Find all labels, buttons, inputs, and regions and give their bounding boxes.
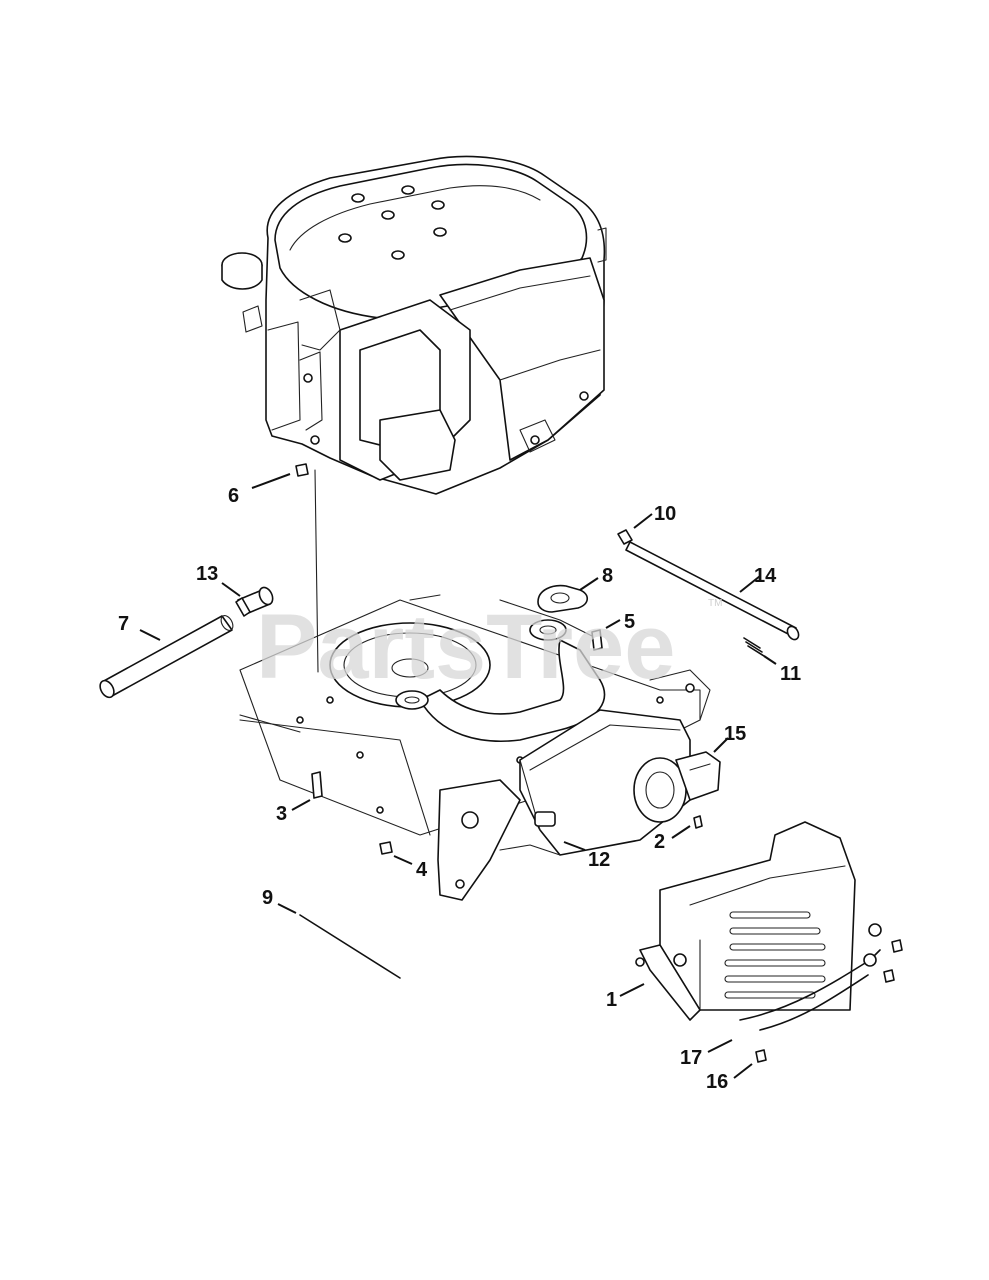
cable-tie-part-9 xyxy=(299,914,401,979)
engine-mount-stud-line xyxy=(314,469,319,673)
callout-1: 1 xyxy=(606,989,617,1011)
callout-13: 13 xyxy=(196,563,218,585)
callout-9: 9 xyxy=(262,887,273,909)
callout-16: 16 xyxy=(706,1071,728,1093)
callout-12: 12 xyxy=(588,849,610,871)
callout-3: 3 xyxy=(276,803,287,825)
callout-6: 6 xyxy=(228,485,239,507)
spring-part-11 xyxy=(743,637,765,657)
watermark: PartsTree TM xyxy=(256,596,722,698)
callout-2: 2 xyxy=(654,831,665,853)
callout-11: 11 xyxy=(780,663,801,685)
screw-part-2 xyxy=(693,815,703,829)
nut-part-6 xyxy=(295,463,309,477)
exhaust-pipe xyxy=(395,619,606,743)
rod-part-14 xyxy=(625,541,800,641)
frame-chassis xyxy=(239,594,711,901)
screw-part-16 xyxy=(755,1049,767,1063)
screw-part-16c xyxy=(883,969,895,983)
callout-10: 10 xyxy=(654,503,676,525)
callout-15: 15 xyxy=(724,723,746,745)
engine-assembly xyxy=(221,155,607,495)
gasket-part-8 xyxy=(537,584,589,613)
shield-vent-slots xyxy=(724,911,826,999)
callout-17: 17 xyxy=(680,1047,702,1069)
fitting-part-13 xyxy=(235,586,274,617)
nut-part-4 xyxy=(379,841,393,855)
spark-arrestor xyxy=(633,751,721,823)
callout-leaders xyxy=(139,473,777,1079)
callout-labels: 1 2 3 4 5 6 7 8 9 10 11 12 13 14 15 16 1… xyxy=(118,485,801,1093)
muffler-heat-shield xyxy=(635,821,882,1031)
svg-text:TM: TM xyxy=(708,598,722,609)
callout-5: 5 xyxy=(624,611,635,633)
bolt-part-5 xyxy=(591,629,603,651)
callout-8: 8 xyxy=(602,565,613,587)
bolt-part-3 xyxy=(311,771,323,799)
callout-4: 4 xyxy=(416,859,428,881)
svg-text:PartsTree: PartsTree xyxy=(256,596,675,698)
callout-7: 7 xyxy=(118,613,129,635)
callout-14: 14 xyxy=(754,565,777,587)
nut-part-10 xyxy=(617,529,633,545)
tube-part-7 xyxy=(99,615,234,699)
screw-part-16b xyxy=(891,939,903,953)
